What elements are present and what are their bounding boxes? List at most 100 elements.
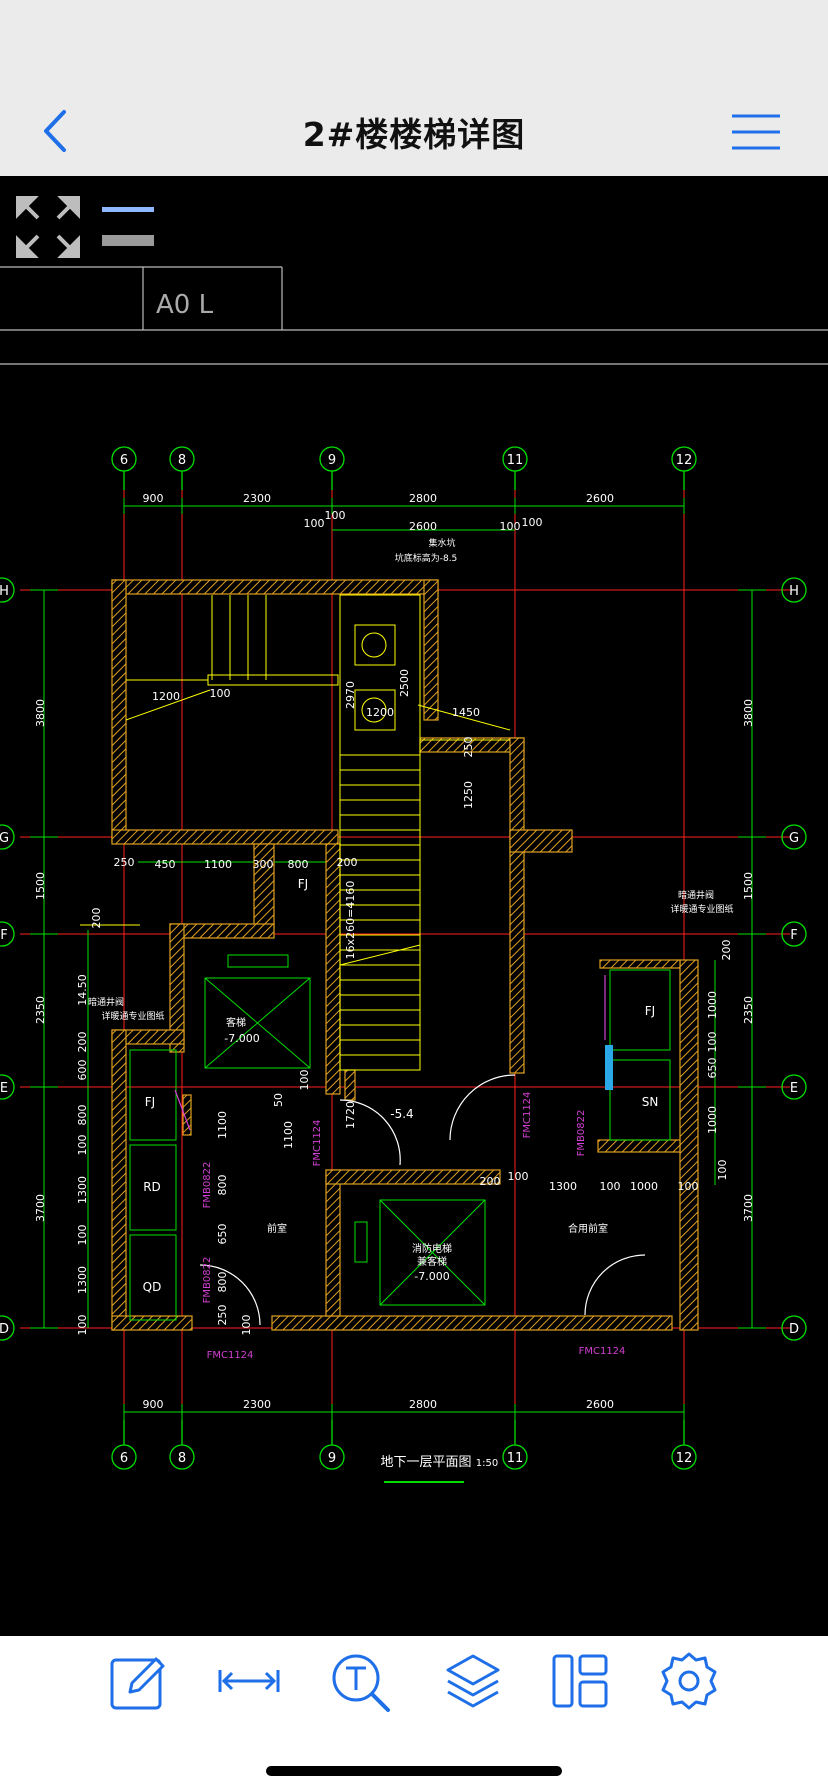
label-door-2: FMC1124 xyxy=(522,1092,533,1139)
dim-1100: 1100 xyxy=(204,858,232,871)
dim-l100b: 100 xyxy=(76,1225,89,1246)
label-lift-2-elev: -7.000 xyxy=(414,1270,449,1283)
dim-inner-100b: 100 xyxy=(325,509,346,522)
vent-marker xyxy=(605,1045,613,1090)
dim-250: 250 xyxy=(114,856,135,869)
label-qd: QD xyxy=(143,1280,162,1294)
dim-top-2600: 2600 xyxy=(586,492,614,505)
dim-left-3800: 3800 xyxy=(34,699,47,727)
axis-label-12: 12 xyxy=(676,453,693,468)
door-swings xyxy=(199,1074,646,1326)
text-search-icon[interactable] xyxy=(330,1650,392,1712)
label-rd: RD xyxy=(143,1180,161,1194)
fullscreen-icon[interactable] xyxy=(16,196,80,258)
grid-lines xyxy=(20,475,790,1440)
axis-label-8: 8 xyxy=(178,1451,186,1466)
axis-label-d: D xyxy=(0,1322,9,1337)
dim-top-2300: 2300 xyxy=(243,492,271,505)
plan-title: 地下一层平面图 xyxy=(380,1455,471,1470)
dim-m100: 100 xyxy=(240,1315,253,1336)
axis-label-12: 12 xyxy=(676,1451,693,1466)
page-title: 2#楼楼梯详图 xyxy=(302,115,526,154)
label-lift-1: 客梯 xyxy=(226,1016,246,1029)
dim-100e: 100 xyxy=(210,687,231,700)
label-fj-3: FJ xyxy=(645,1004,655,1018)
dim-b1000: 1000 xyxy=(630,1180,658,1193)
axis-label-9: 9 xyxy=(328,453,336,468)
label-fj-2: FJ xyxy=(145,1095,155,1109)
dim-inner-2600: 2600 xyxy=(409,520,437,533)
layout-icon[interactable] xyxy=(550,1650,612,1712)
axis-bubbles xyxy=(0,446,807,1470)
dim-l600: 600 xyxy=(76,1060,89,1081)
dim-bottom-2800: 2800 xyxy=(409,1398,437,1411)
measure-icon[interactable] xyxy=(218,1650,280,1712)
line-weight-thin-icon[interactable] xyxy=(102,207,154,212)
elevator-shafts xyxy=(129,954,671,1321)
dim-m1720: 1720 xyxy=(344,1101,357,1129)
label-qianshi: 前室 xyxy=(267,1222,287,1235)
dim-l100c: 100 xyxy=(76,1315,89,1336)
label-note-right-a: 暗通井阀 xyxy=(678,889,714,901)
dim-m100b: 100 xyxy=(298,1070,311,1091)
label-door-4: FMB0822 xyxy=(202,1257,213,1304)
dim-b100b: 100 xyxy=(600,1180,621,1193)
dim-l1300: 1300 xyxy=(76,1176,89,1204)
label-note-right-b: 详暖通专业图纸 xyxy=(670,903,733,915)
dim-m250: 250 xyxy=(216,1305,229,1326)
axis-label-9: 9 xyxy=(328,1451,336,1466)
dim-l200: 200 xyxy=(90,908,103,929)
dim-left-3700: 3700 xyxy=(34,1194,47,1222)
layers-icon[interactable] xyxy=(442,1650,504,1712)
dim-r1000: 1000 xyxy=(706,991,719,1019)
dim-450: 450 xyxy=(155,858,176,871)
axis-label-g: G xyxy=(0,831,9,846)
dim-1250: 1250 xyxy=(462,781,475,809)
settings-icon[interactable] xyxy=(658,1650,720,1712)
dim-top-900: 900 xyxy=(143,492,164,505)
dim-m800b: 800 xyxy=(216,1272,229,1293)
dim-inner-100c: 100 xyxy=(500,520,521,533)
edit-icon[interactable] xyxy=(108,1650,170,1712)
dim-m50: 50 xyxy=(272,1093,285,1107)
dim-right-3800: 3800 xyxy=(742,699,755,727)
label-door-3: FMB0822 xyxy=(202,1162,213,1209)
dim-top-2800: 2800 xyxy=(409,492,437,505)
dim-right-2350: 2350 xyxy=(742,996,755,1024)
back-chevron-icon[interactable] xyxy=(36,106,76,156)
dim-300: 300 xyxy=(253,858,274,871)
dim-1200a: 1200 xyxy=(152,690,180,703)
dim-800: 800 xyxy=(288,858,309,871)
axis-label-6: 6 xyxy=(120,1451,128,1466)
vent-details xyxy=(174,975,606,1131)
axis-label-11: 11 xyxy=(507,1451,524,1466)
dim-right-1500: 1500 xyxy=(742,872,755,900)
dim-250b: 250 xyxy=(462,737,475,758)
dimension-lines xyxy=(30,498,766,1420)
label-door-6: FMC1124 xyxy=(207,1350,254,1361)
dim-r650: 650 xyxy=(706,1058,719,1079)
axis-label-e: E xyxy=(0,1081,8,1096)
dim-r100b: 100 xyxy=(716,1160,729,1181)
menu-icon[interactable] xyxy=(730,112,782,152)
axis-label-6: 6 xyxy=(120,453,128,468)
dim-r1000b: 1000 xyxy=(706,1106,719,1134)
label-sn: SN xyxy=(642,1095,659,1109)
dim-l200b: 200 xyxy=(76,1032,89,1053)
drawing-canvas[interactable]: A0 L 6 8 9 11 12 6 8 9 11 12 H G F E xyxy=(0,176,828,1636)
label-door-7: FMC1124 xyxy=(579,1346,626,1357)
dim-m1100: 1100 xyxy=(216,1111,229,1139)
title-block-text: A0 L xyxy=(156,290,214,320)
dim-1450: 1450 xyxy=(452,706,480,719)
label-lift-2b: 兼客梯 xyxy=(417,1255,447,1268)
axis-label-h: H xyxy=(0,584,9,599)
dim-inner-100d: 100 xyxy=(522,516,543,529)
dim-2970: 2970 xyxy=(344,681,357,709)
dim-left-2350: 2350 xyxy=(34,996,47,1024)
label-hebing: 合用前室 xyxy=(568,1222,608,1235)
dim-b200: 200 xyxy=(480,1175,501,1188)
label-fj-1: FJ xyxy=(298,877,308,891)
axis-label-f: F xyxy=(0,928,7,943)
elev-label: -5.4 xyxy=(390,1107,413,1121)
line-weight-thick-icon[interactable] xyxy=(102,235,154,246)
